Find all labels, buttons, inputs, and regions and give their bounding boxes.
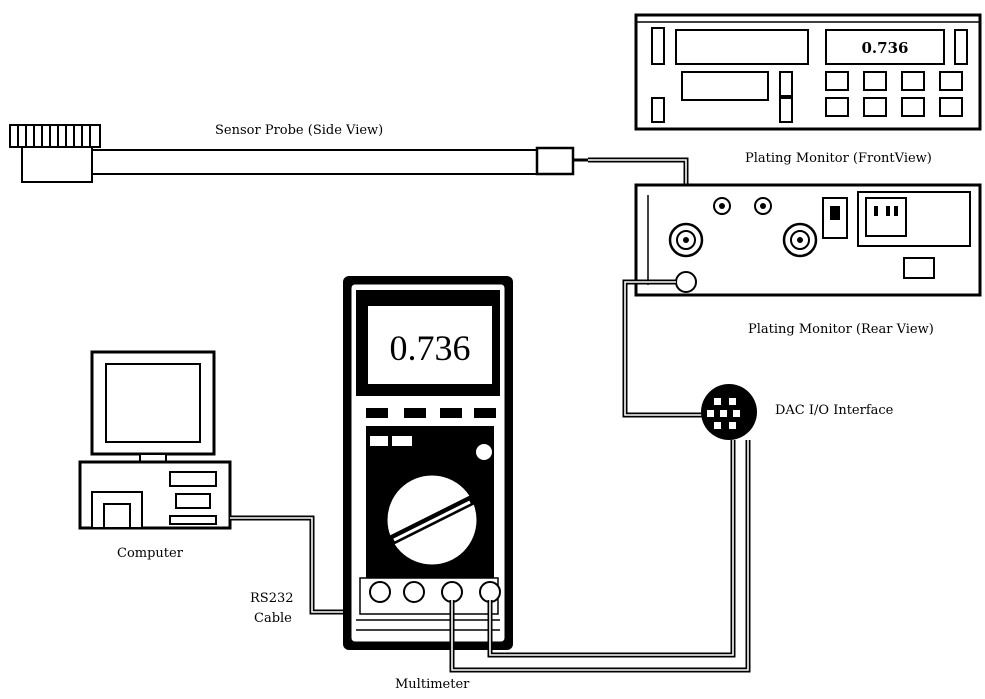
- function-button: [366, 408, 388, 418]
- function-button: [440, 408, 462, 418]
- keypad-key: [863, 71, 887, 91]
- rear-rs232-port: [903, 257, 935, 279]
- input-jack-2: [403, 581, 425, 603]
- front-handle-left-top: [651, 27, 665, 65]
- dac-interface: [701, 384, 757, 440]
- cable-label: Cable: [254, 611, 292, 626]
- sensor-probe-label: Sensor Probe (Side View): [215, 123, 383, 138]
- power-inlet-socket: [865, 197, 907, 237]
- probe-knurl-ridges: [17, 125, 91, 147]
- multimeter-lcd: [368, 306, 492, 384]
- front-view-label: Plating Monitor (FrontView): [745, 151, 932, 166]
- front-handle-right-top: [954, 29, 968, 65]
- dac-label: DAC I/O Interface: [775, 403, 894, 418]
- keypad-key: [939, 71, 963, 91]
- front-handle-left-bottom: [651, 97, 665, 123]
- keypad-key: [825, 71, 849, 91]
- dac-to-multimeter-lead-inner: [487, 440, 736, 658]
- multimeter-label: Multimeter: [395, 677, 470, 692]
- computer-drive-bay: [103, 503, 131, 529]
- plating-monitor-rear: [634, 183, 982, 297]
- function-button: [404, 408, 426, 418]
- rear-analog-output: [675, 271, 697, 293]
- computer: [78, 350, 232, 530]
- plating-monitor-front: 0.736: [634, 13, 982, 131]
- front-keypad: [825, 71, 963, 117]
- multimeter-display-value: 0.736: [390, 328, 471, 368]
- computer-screen: [105, 363, 201, 443]
- multimeter-small-knob: [474, 442, 494, 462]
- front-lcd-display: [825, 29, 945, 65]
- function-button: [474, 408, 496, 418]
- keypad-key: [863, 97, 887, 117]
- computer-floppy-drive: [169, 471, 217, 487]
- input-jack-3: [441, 581, 463, 603]
- sensor-probe: [9, 124, 588, 183]
- probe-body: [21, 146, 93, 183]
- rear-view-label: Plating Monitor (Rear View): [748, 322, 934, 337]
- front-display-value: 0.736: [862, 39, 909, 57]
- front-secondary-window: [681, 71, 769, 101]
- keypad-key: [901, 71, 925, 91]
- input-jack-1: [369, 581, 391, 603]
- probe-knurled-head: [9, 124, 101, 148]
- multimeter-function-buttons: [366, 408, 496, 418]
- input-jack-4: [479, 581, 501, 603]
- keypad-key: [901, 97, 925, 117]
- monitor-to-dac-cable: [622, 279, 702, 418]
- rs232-label: RS232: [250, 591, 294, 606]
- computer-label: Computer: [117, 546, 184, 561]
- probe-connector: [535, 146, 575, 176]
- probe-shaft: [91, 149, 538, 175]
- front-status-window: [675, 29, 809, 65]
- keypad-key: [939, 97, 963, 117]
- keypad-key: [825, 97, 849, 117]
- multimeter: 0.736: [343, 276, 513, 650]
